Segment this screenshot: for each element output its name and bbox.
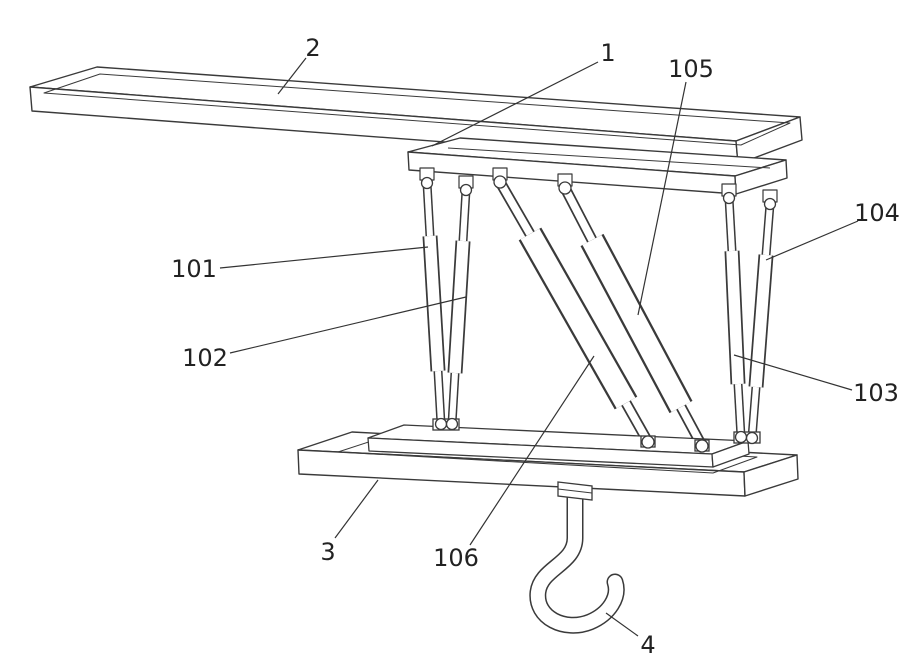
leader-2: [277, 57, 307, 95]
label-2: 2: [305, 34, 320, 62]
leader-103: [733, 354, 853, 391]
actuator-leg-105: [558, 181, 707, 449]
leader-lines: [219, 57, 859, 637]
actuator-leg-103: [722, 191, 746, 438]
lower-joint-102: [445, 417, 459, 431]
hook-body-inner: [530, 491, 624, 633]
lifting-hook: [529, 481, 625, 634]
label-101: 101: [171, 255, 217, 283]
upper-platform-detail-line: [447, 147, 771, 169]
label-106: 106: [433, 544, 479, 572]
label-104: 104: [854, 199, 900, 227]
leader-1: [431, 61, 599, 147]
label-4: 4: [640, 631, 655, 659]
leader-105: [637, 81, 687, 316]
actuator-leg-101: [420, 176, 446, 425]
beam-channel-inner-edge: [43, 73, 791, 146]
leader-104: [765, 220, 859, 261]
base-right-face: [743, 454, 799, 497]
label-102: 102: [182, 344, 228, 372]
leader-4: [605, 612, 639, 637]
label-3: 3: [320, 538, 335, 566]
lower-joint-103: [734, 430, 748, 444]
lower-joint-104: [745, 431, 759, 445]
upper-joint-105: [558, 181, 572, 195]
lower-joint-101: [434, 417, 448, 431]
label-1: 1: [600, 39, 615, 67]
rail-right-face: [711, 440, 750, 468]
leader-106: [469, 355, 595, 546]
leader-101: [219, 246, 429, 269]
label-105: 105: [668, 55, 714, 83]
upper-joint-106: [493, 175, 507, 189]
leader-102: [229, 296, 467, 354]
actuator-leg-104: [747, 197, 777, 439]
upper-joint-102: [459, 183, 473, 197]
reference-numerals: 2 1 105 104 101 102 103 106 3 4: [171, 34, 900, 659]
label-103: 103: [853, 379, 899, 407]
hook-bracket-detail: [557, 488, 593, 494]
upper-joint-101: [420, 176, 434, 190]
lower-joints: [432, 417, 761, 453]
actuator-leg-106: [493, 175, 653, 445]
lower-joint-105: [695, 439, 709, 453]
upper-joint-104: [763, 197, 777, 211]
leader-3: [334, 479, 379, 539]
actuator-leg-102: [447, 183, 473, 425]
lower-joint-106: [641, 435, 655, 449]
upper-joint-103: [722, 191, 736, 205]
